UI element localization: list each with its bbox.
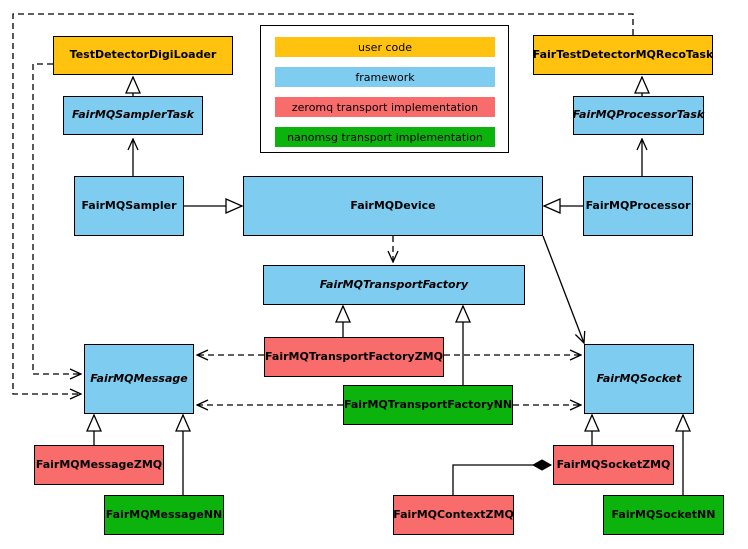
node-fairmqmessagezmq: FairMQMessageZMQ xyxy=(34,445,164,485)
node-fairmqsocketnn: FairMQSocketNN xyxy=(603,495,724,535)
node-fairmqtransportfactoryzmq: FairMQTransportFactoryZMQ xyxy=(264,337,444,377)
node-testdetectordigiloader: TestDetectorDigiLoader xyxy=(53,36,233,75)
node-fairtestdetectormqrecotask: FairTestDetectorMQRecoTask xyxy=(533,35,713,75)
legend-item-framework: framework xyxy=(275,67,495,87)
legend-label: zeromq transport implementation xyxy=(291,100,479,114)
legend-item-nanomsg: nanomsg transport implementation xyxy=(275,127,495,147)
node-fairmqcontextzmq: FairMQContextZMQ xyxy=(393,495,514,535)
legend-label: nanomsg transport implementation xyxy=(287,130,483,144)
node-fairmqsamplertask: FairMQSamplerTask xyxy=(63,96,203,135)
node-fairmqsampler: FairMQSampler xyxy=(74,176,184,236)
legend-box: user code framework zeromq transport imp… xyxy=(260,25,509,153)
node-fairmqtransportfactorynn: FairMQTransportFactoryNN xyxy=(343,385,513,425)
edge-contextzmq-socketzmq-composition xyxy=(452,465,551,495)
node-fairmqprocessortask: FairMQProcessorTask xyxy=(573,96,704,135)
node-fairmqsocket: FairMQSocket xyxy=(584,344,694,414)
legend-label: framework xyxy=(355,70,415,84)
legend-item-zeromq: zeromq transport implementation xyxy=(275,97,495,117)
edge-device-to-socket xyxy=(542,235,584,343)
node-fairmqsocketzmq: FairMQSocketZMQ xyxy=(553,445,674,485)
legend-label: user code xyxy=(357,40,413,54)
node-fairmqprocessor: FairMQProcessor xyxy=(583,176,693,236)
node-fairmqdevice: FairMQDevice xyxy=(243,176,543,236)
node-fairmqtransportfactory: FairMQTransportFactory xyxy=(263,265,525,305)
node-fairmqmessage: FairMQMessage xyxy=(84,344,194,414)
node-fairmqmessagenn: FairMQMessageNN xyxy=(104,495,224,535)
legend-item-user-code: user code xyxy=(275,37,495,57)
